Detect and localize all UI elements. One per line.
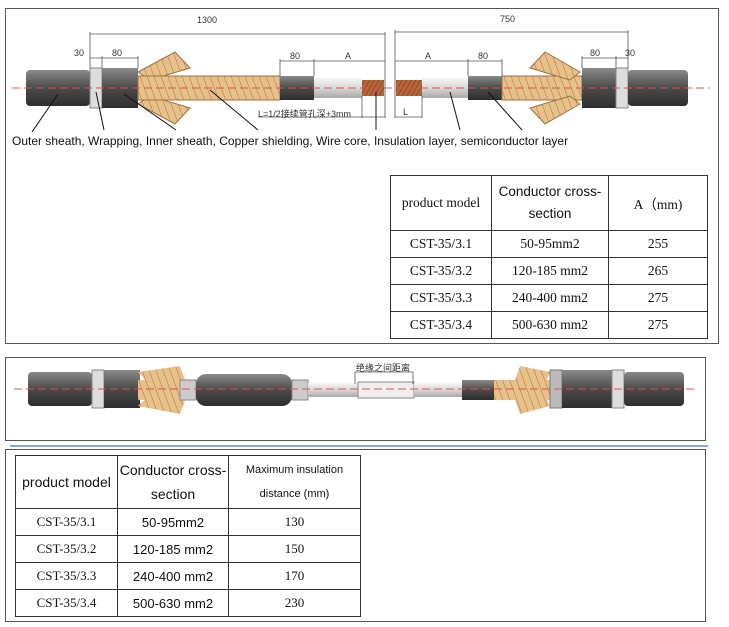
cell: CST-35/3.3	[15, 562, 118, 590]
cell: 150	[228, 535, 361, 563]
cell: 230	[228, 589, 361, 617]
cell: 275	[608, 284, 708, 312]
header-conductor: Conductor cross-section	[117, 455, 229, 509]
header-conductor: Conductor cross-section	[491, 175, 609, 231]
dim-30-left: 30	[74, 48, 85, 58]
leader-arrows	[31, 89, 523, 133]
diagram1-frame	[5, 8, 719, 344]
cell: CST-35/3.4	[390, 311, 492, 339]
cell: 50-95mm2	[491, 230, 609, 258]
dim-a-left: A	[345, 51, 352, 61]
cell: CST-35/3.1	[15, 508, 118, 536]
cell: 130	[228, 508, 361, 536]
cell: 240-400 mm2	[491, 284, 609, 312]
diagram2-frame	[5, 357, 706, 441]
cell: 255	[608, 230, 708, 258]
table2-frame	[5, 449, 706, 622]
cell: 265	[608, 257, 708, 285]
dim-80-right: 80	[590, 48, 601, 58]
cell: CST-35/3.2	[15, 535, 118, 563]
dim-750: 750	[500, 14, 516, 24]
layer-caption: Outer sheath, Wrapping, Inner sheath, Co…	[12, 134, 569, 148]
cell: CST-35/3.1	[390, 230, 492, 258]
cell: 275	[608, 311, 708, 339]
cell: CST-35/3.2	[390, 257, 492, 285]
header-max-insulation: Maximum insulation distance (mm)	[228, 455, 361, 509]
cell: 120-185 mm2	[117, 535, 229, 563]
dim-30-right: 30	[625, 48, 636, 58]
dim-l-formula: L=1/2接续管孔深+3mm	[258, 109, 352, 119]
cell: 500-630 mm2	[491, 311, 609, 339]
dim-80-mid-right: 80	[478, 51, 489, 61]
cell: CST-35/3.4	[15, 589, 118, 617]
cell: 120-185 mm2	[491, 257, 609, 285]
header-a: A（mm)	[608, 175, 708, 231]
table-insulation-distance: product model Conductor cross-section Ma…	[15, 455, 361, 617]
dim-80-left: 80	[112, 48, 123, 58]
table-a-dimensions: product model Conductor cross-section A（…	[390, 175, 708, 339]
joint-diagram	[14, 366, 695, 414]
dim-80-mid-left: 80	[290, 51, 301, 61]
header-product-model: product model	[15, 455, 118, 509]
cell: 500-630 mm2	[117, 589, 229, 617]
insulation-distance-label: 绝缘之间距离	[356, 363, 411, 373]
header-product-model: product model	[390, 175, 492, 231]
dim-a-right: A	[425, 51, 432, 61]
cell: 50-95mm2	[117, 508, 229, 536]
cell: CST-35/3.3	[390, 284, 492, 312]
dimension-lines	[89, 30, 629, 118]
dim-l: L	[403, 107, 409, 117]
cell: 170	[228, 562, 361, 590]
cell: 240-400 mm2	[117, 562, 229, 590]
cable-right	[396, 51, 688, 125]
dim-1300: 1300	[197, 15, 218, 25]
